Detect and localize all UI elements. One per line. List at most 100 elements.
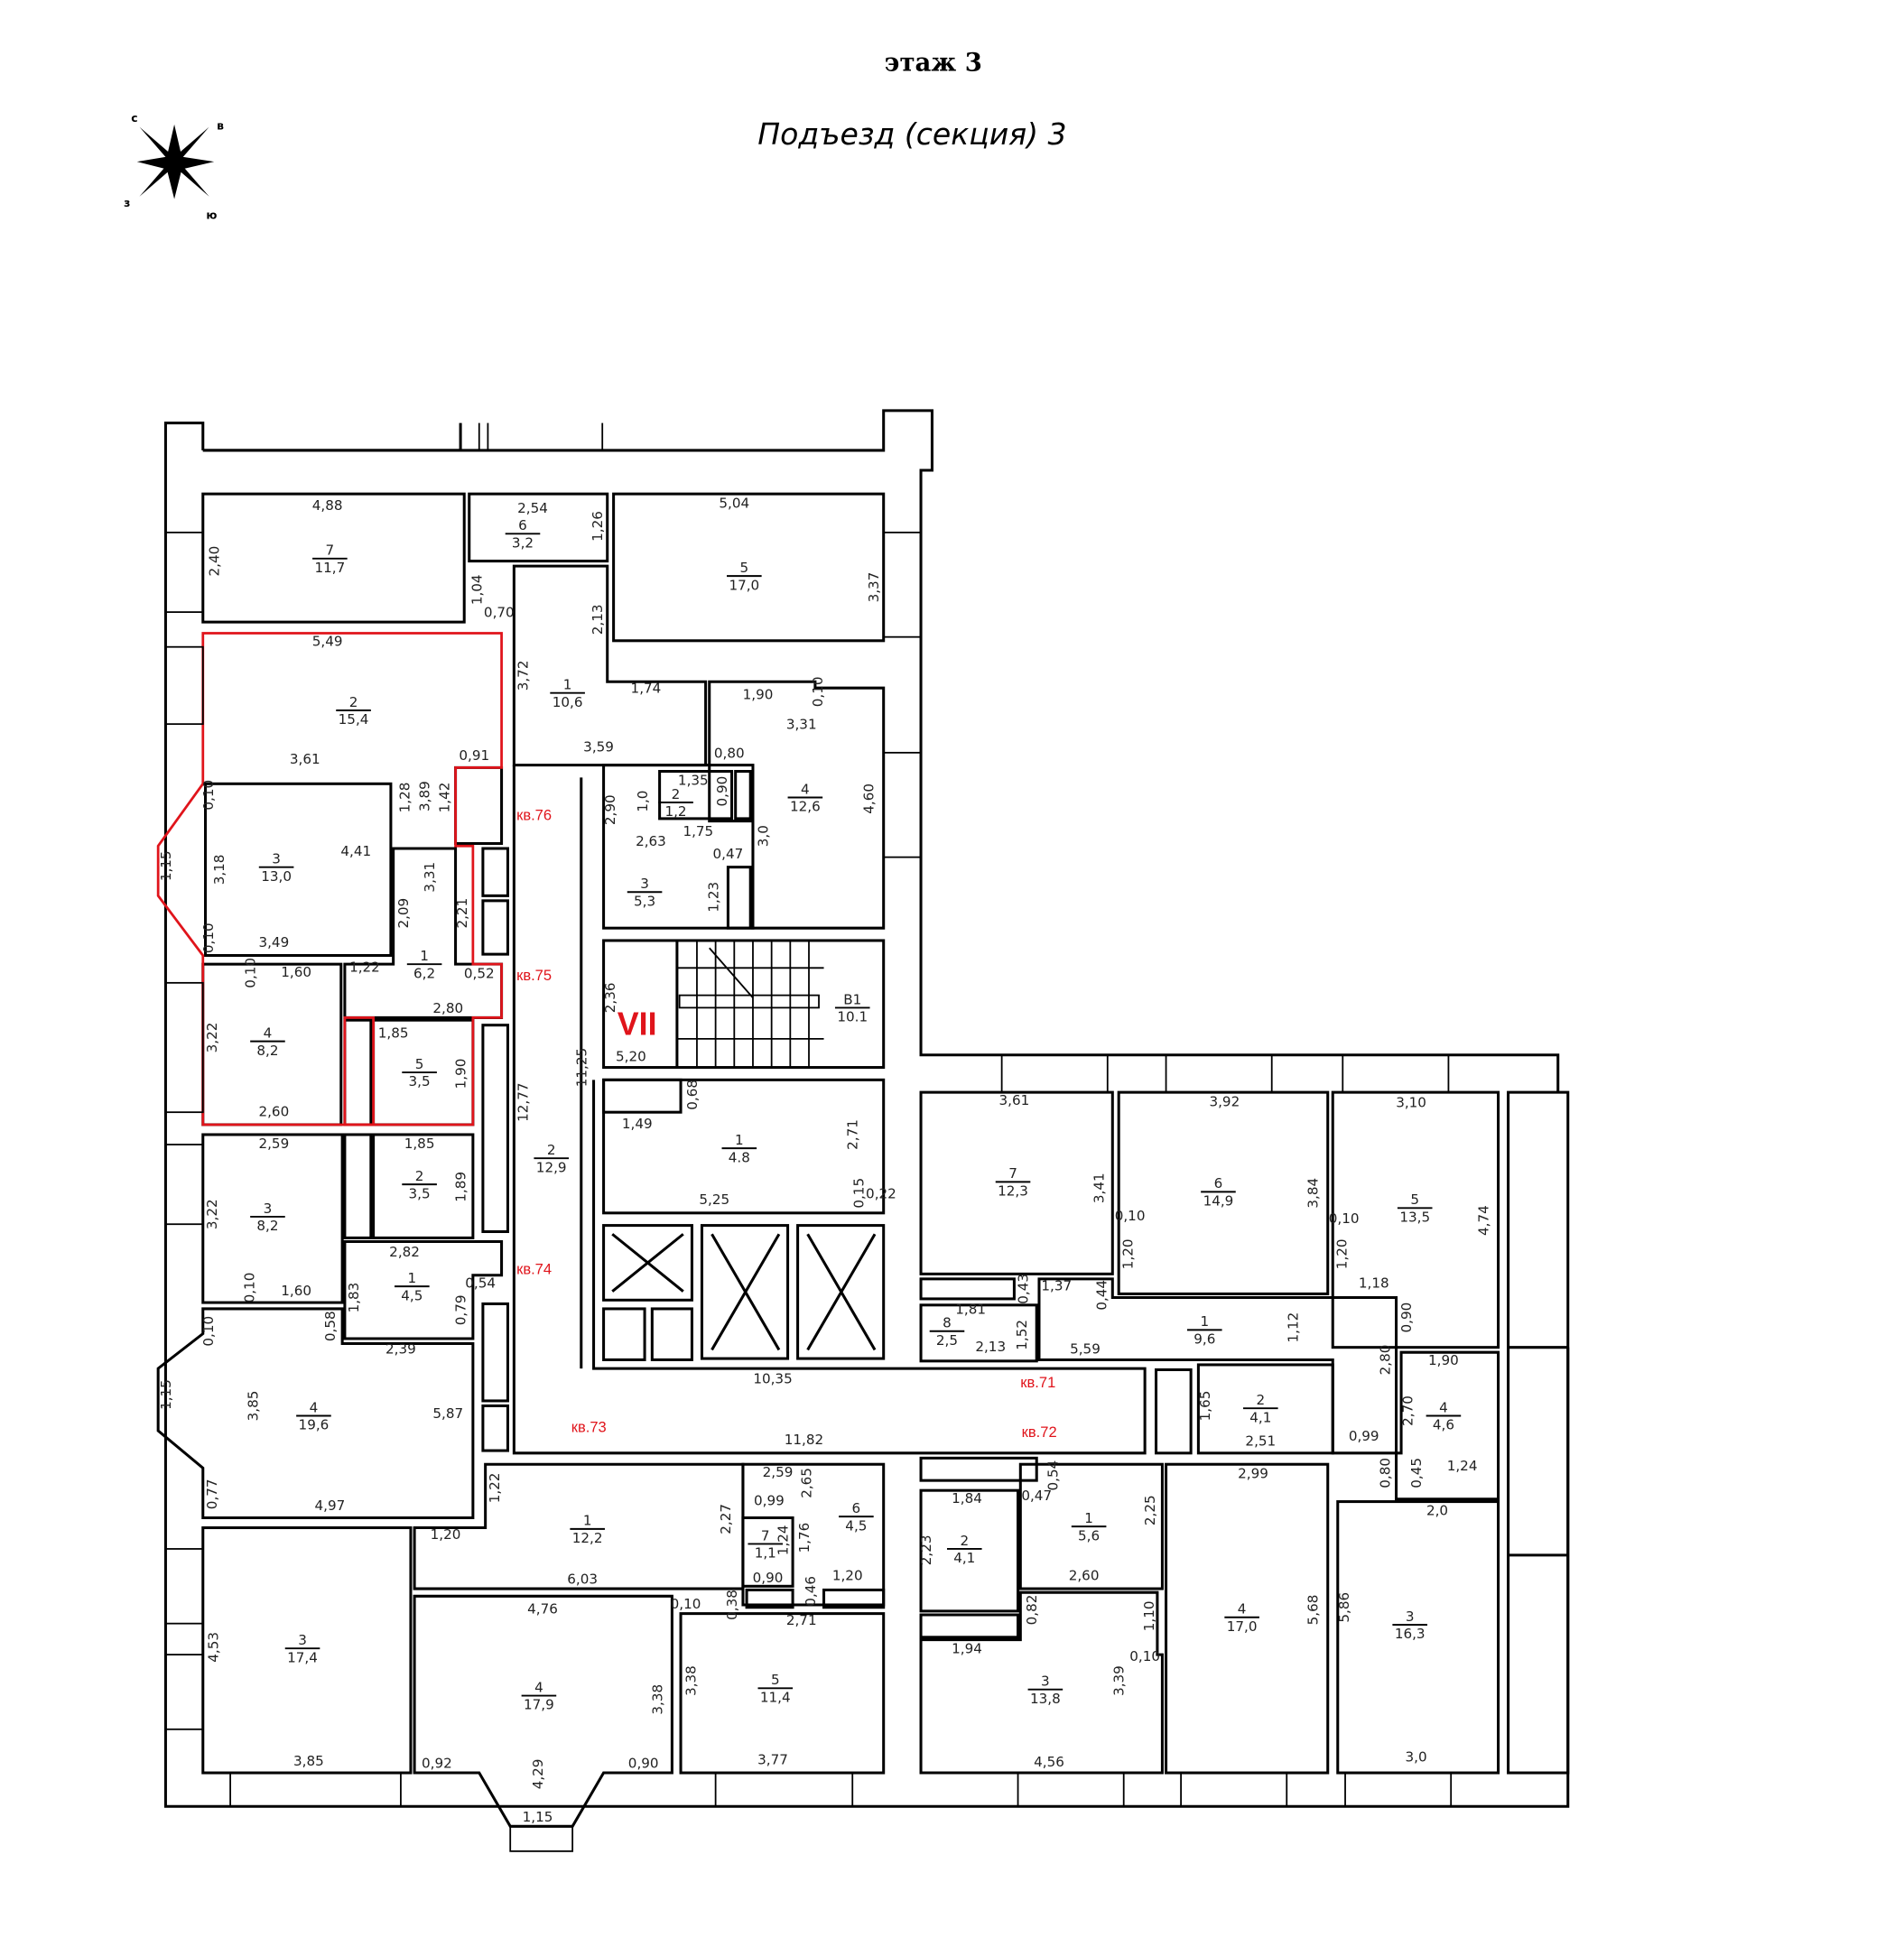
room-area: 19,6	[299, 1417, 330, 1433]
dimension-label: 4,88	[312, 497, 343, 514]
dimension-label: 1,65	[1197, 1391, 1213, 1422]
room-label: 711,7	[312, 542, 348, 576]
room-area: 4,6	[1433, 1417, 1454, 1433]
dimension-label: 4,56	[1034, 1754, 1064, 1770]
dimension-label: 2,63	[636, 833, 666, 849]
dimension-label: 1,10	[1141, 1601, 1157, 1632]
dimension-label: 0,54	[465, 1275, 496, 1292]
room-label: 712,3	[995, 1165, 1031, 1200]
room-area: 11,4	[760, 1689, 791, 1705]
room-number: 3	[1406, 1609, 1415, 1625]
dimension-label: 3,72	[515, 661, 532, 691]
room-label: 64,5	[839, 1500, 874, 1534]
room-label: 21,2	[658, 786, 693, 820]
dimension-label: 2,99	[1238, 1465, 1268, 1481]
room-number: 5	[1410, 1191, 1419, 1208]
room-number: 1	[735, 1132, 744, 1148]
dimension-label: 2,25	[1142, 1495, 1158, 1525]
room-number: 1	[408, 1270, 417, 1286]
dimension-label: 0,43	[1016, 1274, 1032, 1304]
dimension-label: 3,41	[1091, 1173, 1108, 1203]
dimension-label: 0,38	[724, 1590, 740, 1620]
dimension-label: 1,83	[346, 1283, 362, 1313]
room-label: 313,0	[258, 851, 294, 885]
dimension-label: 0,92	[422, 1756, 452, 1772]
apartment-label-76[interactable]: кв.76	[516, 806, 552, 823]
room-area: 4,5	[845, 1517, 867, 1534]
room-label: 110,6	[550, 677, 585, 710]
dimension-label: 3,85	[293, 1753, 324, 1769]
room-area: 5,6	[1078, 1527, 1100, 1544]
room-area: 4,1	[953, 1550, 975, 1566]
dimension-label: 0,54	[1045, 1460, 1062, 1491]
dimension-label: 2,36	[602, 983, 618, 1014]
room-label: 112,2	[570, 1513, 605, 1546]
room-label: 212,9	[534, 1142, 569, 1175]
room-number: 8	[943, 1315, 952, 1331]
room-area: 4,5	[401, 1287, 423, 1303]
room-area: 8,2	[256, 1043, 278, 1059]
dimension-label: 1,35	[678, 773, 709, 789]
room-area: 10.1	[837, 1009, 868, 1025]
room-label: 215,4	[336, 694, 371, 728]
room-number: 3	[1041, 1673, 1050, 1690]
room-area: 17,0	[1227, 1618, 1258, 1635]
dimension-label: 3,22	[204, 1199, 220, 1229]
room-label: 24,1	[1243, 1392, 1278, 1425]
room-label: 412,6	[787, 781, 823, 815]
apartment-label-74[interactable]: кв.74	[516, 1260, 552, 1277]
dimension-label: 2,60	[1069, 1567, 1100, 1583]
dimension-label: 0,80	[1378, 1458, 1394, 1488]
section-title: Подъезд (секция) 3	[757, 116, 1066, 152]
dimension-label: 2,80	[432, 1000, 463, 1016]
room-number: 1	[420, 948, 429, 964]
room-area: 5,3	[634, 893, 655, 909]
room-area: 6,2	[413, 965, 435, 981]
stairwell-label: VII	[618, 1006, 657, 1043]
dimension-label: 3,0	[756, 825, 772, 847]
dimension-label: 5,04	[719, 495, 749, 511]
dimension-label: 0,45	[1408, 1458, 1425, 1488]
room-number: 6	[1214, 1175, 1223, 1191]
room-number: 3	[272, 851, 281, 867]
dimension-label: 1,52	[1014, 1320, 1030, 1350]
dimension-label: 2,54	[517, 500, 548, 516]
dimension-label: 1,42	[437, 783, 453, 813]
dimension-label: 2,60	[258, 1103, 289, 1119]
dimension-label: 0,90	[714, 776, 730, 807]
dimension-label: 11,25	[573, 1048, 590, 1087]
dimension-label: 1,15	[158, 1379, 174, 1410]
compass-w: з	[124, 196, 130, 209]
dimension-label: 0,10	[241, 1273, 257, 1303]
room-number: 3	[264, 1201, 273, 1217]
dimension-label: 2,27	[718, 1504, 734, 1534]
room-label: 16,2	[406, 948, 442, 981]
apartment-label-71[interactable]: кв.71	[1020, 1374, 1055, 1391]
dimension-label: 1,60	[281, 964, 311, 980]
dimension-label: 0,10	[810, 676, 826, 707]
room-number: 7	[326, 542, 335, 559]
apartment-label-73[interactable]: кв.73	[571, 1418, 607, 1435]
apartment-label-75[interactable]: кв.75	[516, 967, 552, 984]
dimension-label: 1,20	[832, 1567, 863, 1583]
dimension-label: 3,39	[1111, 1665, 1128, 1696]
apartment-label-72[interactable]: кв.72	[1022, 1423, 1057, 1441]
room-number: 2	[1256, 1392, 1265, 1408]
dimension-label: 1,22	[487, 1473, 503, 1504]
dimension-label: 1,28	[397, 783, 413, 813]
dimension-label: 4,74	[1476, 1205, 1492, 1236]
dimension-label: 3,22	[204, 1023, 220, 1053]
dimension-label: 0,52	[464, 965, 495, 981]
compass-s: ю	[206, 209, 217, 222]
room-number: 1	[1084, 1510, 1093, 1526]
room-number: В1	[843, 991, 861, 1007]
room-number: 2	[960, 1533, 969, 1549]
dimension-label: 3,31	[786, 717, 817, 733]
dimension-label: 1,15	[158, 850, 174, 881]
room-number: 4	[1439, 1399, 1448, 1415]
room-label: 417,9	[521, 1679, 557, 1713]
dimension-label: 0,10	[1115, 1208, 1146, 1224]
dimension-label: 0,90	[628, 1756, 659, 1772]
dimension-label: 1,90	[1428, 1352, 1459, 1368]
